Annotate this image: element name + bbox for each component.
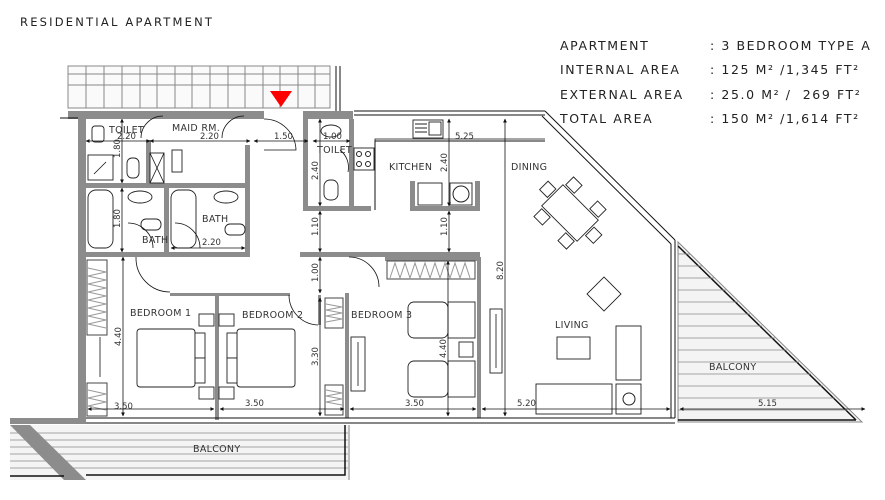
info-label: EXTERNAL AREA	[560, 86, 684, 102]
room-label-toilet-2: TOILET	[316, 145, 352, 156]
room-label-balcony-right: BALCONY	[709, 362, 756, 373]
info-value: : 150 M² /1,614 FT²	[710, 111, 860, 127]
dim-label: 1.10	[440, 217, 450, 236]
room-label-bedroom-3: BEDROOM 3	[351, 310, 412, 321]
side-table-icon	[615, 383, 642, 415]
room-label-toilet-1: TOILET	[108, 125, 144, 136]
living-outline	[86, 110, 676, 424]
dim-label: 2.20	[117, 132, 136, 142]
toilet-icon	[126, 157, 140, 179]
wardrobes	[86, 259, 476, 417]
oven-icon	[417, 182, 443, 206]
toilet-icon	[323, 179, 339, 201]
room-label-maid-room: MAID RM.	[172, 123, 220, 134]
stove-icon	[353, 147, 375, 171]
furniture-bedrooms	[99, 301, 503, 400]
dim-label: 4.40	[439, 339, 449, 358]
info-label: APARTMENT	[560, 37, 650, 53]
sink-icon	[213, 190, 239, 204]
dim-label: 2.40	[440, 153, 450, 172]
bed-icon	[236, 328, 296, 388]
bathtub-icon	[87, 189, 114, 249]
dim-label: 1.10	[311, 217, 321, 236]
terrace-grid	[67, 65, 341, 112]
dim-label: 2.20	[202, 238, 221, 248]
apartment-info-table: APARTMENT : 3 BEDROOM TYPE A INTERNAL AR…	[560, 33, 871, 131]
dim-label: 1.00	[323, 132, 342, 142]
info-label: TOTAL AREA	[560, 111, 654, 127]
dim-label: 3.50	[245, 399, 264, 409]
dim-label: 5.25	[455, 132, 474, 142]
dim-label: 1.00	[311, 263, 321, 282]
toilet-icon	[224, 223, 246, 236]
entrance-marker-icon	[270, 91, 292, 107]
dim-label: 1.80	[113, 139, 123, 158]
dim-label: 1.50	[274, 132, 293, 142]
info-label: INTERNAL AREA	[560, 62, 681, 78]
coffee-table-icon	[556, 336, 591, 360]
balcony-right	[677, 240, 864, 423]
armchair-icon	[586, 276, 622, 312]
dim-label: 1.80	[113, 209, 123, 228]
bed-icon	[171, 149, 183, 173]
dining-table-icon	[541, 184, 599, 242]
info-value: : 125 M² /1,345 FT²	[710, 62, 860, 78]
dim-label: 5.15	[758, 399, 777, 409]
dim-label: 4.40	[114, 327, 124, 346]
room-label-bedroom-1: BEDROOM 1	[130, 308, 191, 319]
dim-label: 3.50	[405, 399, 424, 409]
info-row-total-area: TOTAL AREA : 150 M² /1,614 FT²	[560, 107, 871, 132]
fixtures	[87, 124, 342, 249]
room-label-balcony-bottom: BALCONY	[193, 444, 240, 455]
sofa-icon	[535, 383, 613, 415]
kitchen-fixtures	[353, 119, 473, 206]
room-label-bedroom-2: BEDROOM 2	[242, 310, 303, 321]
sink-icon	[91, 125, 105, 143]
room-label-kitchen: KITCHEN	[389, 162, 432, 173]
room-label-bath-2: BATH	[202, 214, 228, 225]
bathtub-icon	[170, 189, 197, 249]
dim-label: 2.20	[200, 132, 219, 142]
info-value: : 25.0 M² / 269 FT²	[710, 86, 862, 102]
dimension-lines	[85, 118, 866, 417]
info-row-apartment: APARTMENT : 3 BEDROOM TYPE A	[560, 33, 871, 58]
dim-label: 2.40	[311, 161, 321, 180]
room-label-dining: DINING	[511, 162, 547, 173]
room-label-bath-1: BATH	[142, 235, 168, 246]
balcony-bottom	[10, 425, 350, 480]
door-swings	[127, 115, 380, 326]
info-value: : 3 BEDROOM TYPE A	[710, 37, 872, 53]
dim-label: 5.20	[517, 399, 536, 409]
toilet-icon	[140, 218, 162, 231]
bed-icon	[407, 301, 449, 339]
sink-icon	[127, 190, 153, 204]
sofa-icon	[615, 325, 642, 381]
info-row-external-area: EXTERNAL AREA : 25.0 M² / 269 FT²	[560, 82, 871, 107]
dim-label: 3.50	[114, 402, 133, 412]
dim-label: 8.20	[496, 261, 506, 280]
furniture-living	[533, 176, 642, 415]
room-label-living: LIVING	[555, 320, 589, 331]
walls	[10, 111, 481, 424]
dim-label: 3.30	[311, 347, 321, 366]
info-row-internal-area: INTERNAL AREA : 125 M² /1,345 FT²	[560, 58, 871, 83]
bed-icon	[407, 360, 449, 398]
bed-icon	[136, 328, 196, 388]
page-title: RESIDENTIAL APARTMENT	[20, 15, 215, 29]
